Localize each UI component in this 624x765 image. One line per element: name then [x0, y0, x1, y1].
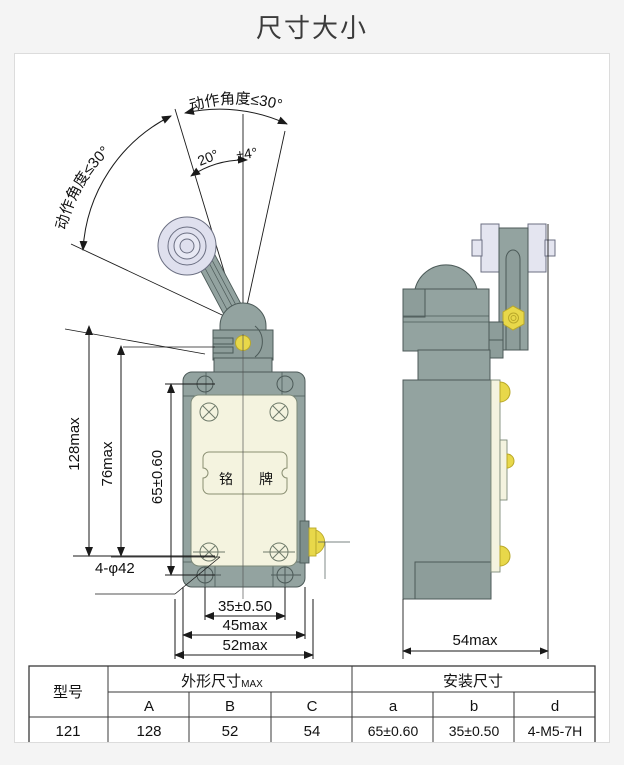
cable-gland	[299, 520, 350, 579]
right-angle-annotation: 动作角度≤30°	[188, 90, 285, 114]
table-header-outline: 外形尺寸MAX	[181, 673, 263, 690]
page-title: 尺寸大小	[255, 14, 368, 44]
table-cell-model: 121	[55, 723, 80, 740]
vertical-dimension-lines	[73, 325, 215, 576]
table-cell-a: 65±0.60	[368, 723, 419, 739]
side-cover-strip	[490, 379, 501, 573]
nameplate-label-left: 铭	[219, 471, 233, 487]
mid-width-dimension: 45max	[222, 617, 268, 634]
mount-spacing-a-dimension: 65±0.60	[149, 450, 166, 504]
mount-spacing-b-dimension: 35±0.50	[218, 598, 272, 615]
front-cover	[190, 394, 298, 567]
side-head	[402, 264, 504, 359]
table-cell-C: 54	[304, 723, 321, 740]
side-view-group: 54max	[402, 223, 556, 659]
dimension-table-group: 型号 外形尺寸MAX 安装尺寸 A B C a b d 121 128 52 5…	[28, 665, 596, 742]
table-subheader-B: B	[225, 698, 235, 715]
tolerance-annotation: ±4°	[235, 144, 258, 163]
table-subheader-C: C	[307, 698, 318, 715]
overall-height-dimension: 128max	[66, 417, 83, 471]
mid-height-dimension: 76max	[99, 441, 116, 487]
side-terminals	[499, 381, 515, 567]
horizontal-dimension-lines	[174, 587, 314, 659]
nameplate	[202, 451, 288, 495]
hole-callout-text: 4-φ42	[95, 560, 135, 577]
table-cell-b: 35±0.50	[449, 723, 500, 739]
table-subheader-a: a	[389, 698, 398, 715]
angle-leader-lines	[70, 108, 286, 325]
side-dimension-lines	[402, 224, 549, 659]
table-cell-B: 52	[222, 723, 239, 740]
table-subheader-d: d	[551, 698, 559, 715]
table-subheader-b: b	[470, 698, 478, 715]
table-subheader-A: A	[144, 698, 154, 715]
table-cell-d: 4-M5-7H	[528, 723, 582, 739]
table-header-mounting: 安装尺寸	[443, 673, 503, 690]
side-roller	[471, 223, 556, 273]
roller-wheel	[157, 216, 217, 276]
side-pivot-nut	[502, 305, 525, 331]
overall-width-dimension: 52max	[222, 637, 268, 654]
table-header-model: 型号	[53, 684, 83, 701]
side-body-foot	[414, 561, 492, 600]
overall-depth-dimension: 54max	[452, 632, 498, 649]
nameplate-label-right: 牌	[259, 471, 273, 487]
pretravel-annotation: 20°	[195, 146, 221, 169]
drawing-card: 动作角度≤30° 动作角度≤30° 20° ±4°	[14, 53, 610, 743]
side-terminal-plate	[499, 439, 508, 501]
left-angle-annotation: 动作角度≤30°	[53, 143, 113, 231]
cover-screws	[193, 402, 295, 562]
dimension-drawing: 动作角度≤30° 动作角度≤30° 20° ±4°	[28, 90, 596, 742]
front-view-group: 动作角度≤30° 动作角度≤30° 20° ±4°	[53, 90, 350, 659]
actuator-head	[212, 302, 274, 361]
side-neck	[417, 349, 491, 383]
table-cell-A: 128	[136, 723, 161, 740]
angle-arc-group	[79, 107, 288, 251]
